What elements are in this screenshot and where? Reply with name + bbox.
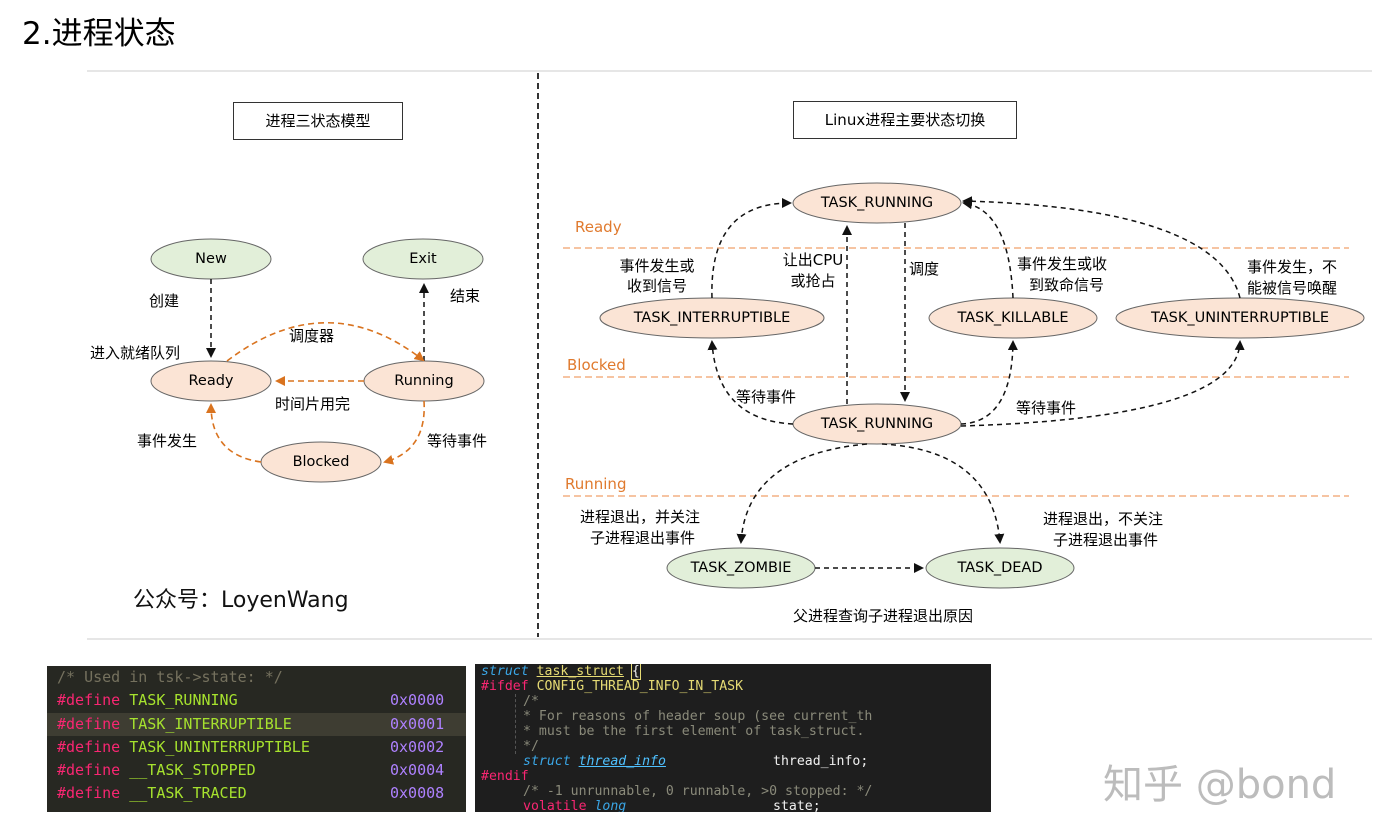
task-zombie-label: TASK_ZOMBIE (690, 560, 792, 576)
indent-guide (515, 694, 516, 754)
edge-time-slice-label: 时间片用完 (275, 395, 351, 413)
edge-ready-to-running (226, 321, 425, 362)
code-line-2: #ifdef CONFIG_THREAD_INFO_IN_TASK (481, 679, 744, 694)
state-exit-node (362, 238, 484, 280)
left-diagram-title: 进程三状态模型 (233, 102, 403, 140)
task-interruptible-label: TASK_INTERRUPTIBLE (633, 310, 791, 326)
edge-event-occurs-label: 事件发生 (137, 432, 198, 450)
code-line-8: #endif (481, 769, 529, 784)
edge-wait-event-label: 等待事件 (427, 432, 488, 450)
code-line-3: /* (523, 694, 539, 709)
edge-wait-to-killable (960, 340, 1018, 425)
code-comment-line: /* Used in tsk->state: */ (57, 668, 283, 686)
edge-running-to-blocked (383, 400, 425, 465)
edge-create-label: 创建 (149, 292, 180, 310)
edge-yield-label-1: 让出CPU (782, 251, 844, 269)
code-line-6: */ (523, 739, 539, 754)
task-running-top-node (792, 182, 962, 224)
code-line-5: * must be the first element of task_stru… (523, 724, 865, 739)
task-running-top-label: TASK_RUNNING (820, 195, 934, 211)
state-ready-node (150, 360, 272, 402)
task-dead-node (925, 547, 1075, 589)
edge-parent-query-label: 父进程查询子进程退出原因 (793, 607, 974, 625)
band-ready-label: Ready (575, 218, 622, 236)
edge-running-to-dead (881, 443, 1005, 544)
edge-wait-to-interruptible (707, 340, 794, 425)
edge-fatal-label-2: 到致命信号 (1029, 276, 1105, 294)
edge-exit-noparent-label-1: 进程退出，不关注 (1043, 510, 1164, 528)
edge-interruptible-to-running (711, 198, 792, 299)
edge-nowake-label-1: 事件发生，不 (1247, 258, 1338, 276)
edge-enter-ready-label: 进入就绪队列 (90, 344, 181, 362)
author-watermark: 公众号：LoyenWang (133, 588, 349, 613)
edge-exit-parent-label-1: 进程退出，并关注 (580, 508, 701, 526)
zhihu-watermark: 知乎 @bond (1103, 762, 1337, 808)
state-diagram-figure: 进程三状态模型 New Exit Ready Running Blocked 创… (87, 70, 1372, 640)
edge-running-to-zombie (736, 443, 868, 544)
state-blocked-label: Blocked (292, 454, 350, 470)
band-blocked-label: Blocked (567, 356, 626, 374)
edge-wait-to-uninterruptible (960, 340, 1245, 427)
edge-wait-right-label: 等待事件 (1016, 399, 1077, 417)
task-dead-label: TASK_DEAD (957, 560, 1043, 576)
code-line-4: * For reasons of header soup (see curren… (523, 709, 873, 724)
state-exit-label: Exit (409, 251, 437, 267)
edge-signal-label-2: 收到信号 (626, 277, 687, 295)
edge-yield-label-2: 或抢占 (790, 272, 836, 290)
task-uninterruptible-label: TASK_UNINTERRUPTIBLE (1150, 310, 1330, 326)
edge-exit-parent-label-2: 子进程退出事件 (590, 529, 696, 547)
edge-exit-noparent-label-2: 子进程退出事件 (1053, 531, 1159, 549)
edge-signal-label-1: 事件发生或 (619, 257, 695, 275)
right-diagram-title: Linux进程主要状态切换 (793, 101, 1017, 139)
band-running-label: Running (565, 475, 627, 493)
edge-scheduler-label: 调度器 (289, 327, 335, 345)
edge-wait-left-label: 等待事件 (736, 388, 797, 406)
task-struct-code: struct task_struct { #ifdef CONFIG_THREA… (475, 664, 991, 812)
task-running-bottom-label: TASK_RUNNING (820, 416, 934, 432)
edge-blocked-to-ready (206, 403, 262, 463)
state-ready-label: Ready (188, 373, 234, 389)
section-heading: 2.进程状态 (22, 16, 176, 52)
edge-killable-to-running (962, 199, 1014, 299)
task-state-defines-code: /* Used in tsk->state: */ #define TASK_R… (47, 666, 466, 812)
edge-finish-label: 结束 (450, 287, 481, 305)
code-line-9: /* -1 unrunnable, 0 runnable, >0 stopped… (523, 784, 873, 799)
state-new-label: New (195, 251, 227, 267)
edge-fatal-label-1: 事件发生或收 (1017, 255, 1108, 273)
task-killable-label: TASK_KILLABLE (957, 310, 1069, 326)
code-line-1: struct task_struct { (481, 664, 641, 680)
edge-nowake-label-2: 能被信号唤醒 (1247, 279, 1338, 297)
state-running-label: Running (394, 373, 454, 389)
diagram-canvas (87, 70, 1372, 640)
edge-uninterruptible-to-running (962, 196, 1241, 299)
edge-schedule-label: 调度 (909, 260, 940, 278)
